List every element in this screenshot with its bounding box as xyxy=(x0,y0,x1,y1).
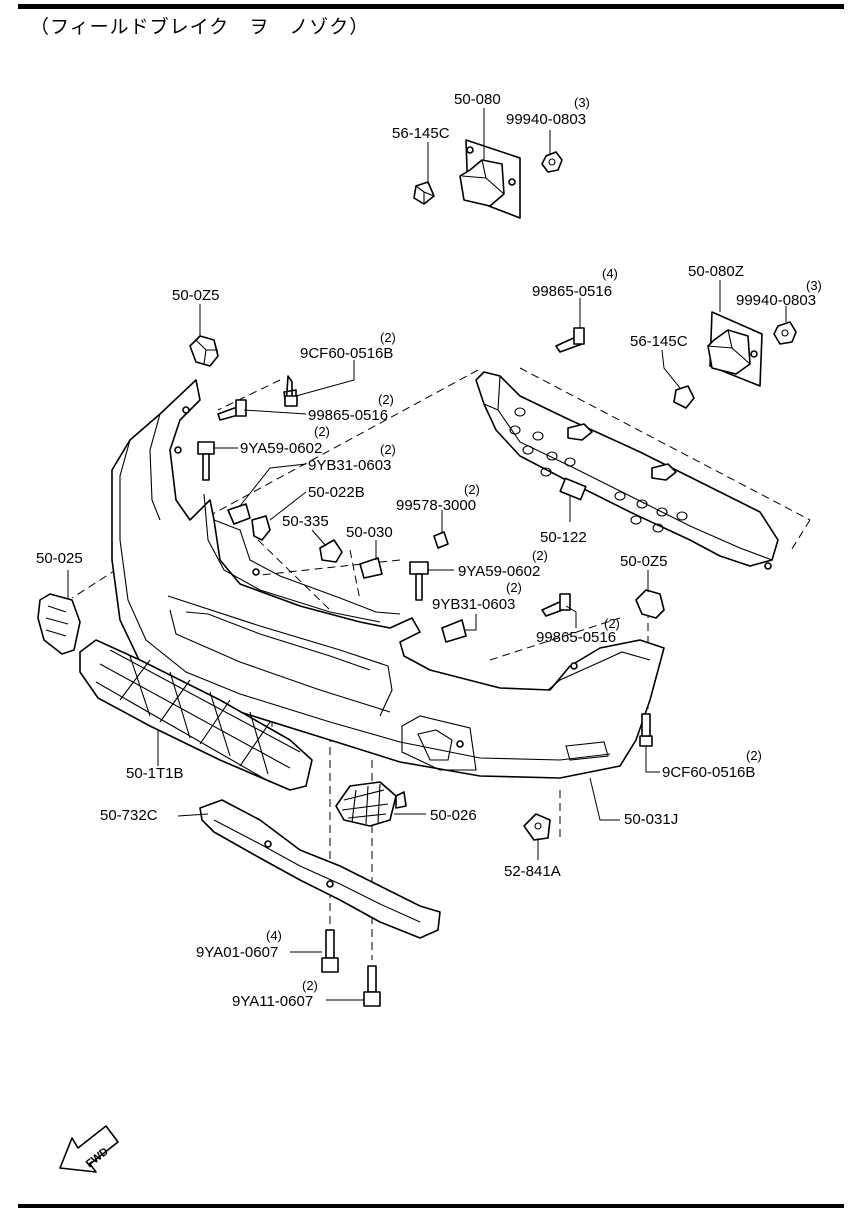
under-cover-50-732C xyxy=(199,799,441,939)
label-50-335: 50-335 xyxy=(282,513,329,530)
reinforcement-50-122 xyxy=(475,371,779,570)
label-56-145C-right: 56-145C xyxy=(630,333,688,350)
leader-lines xyxy=(67,108,787,1001)
label-52-841A: 52-841A xyxy=(504,863,561,880)
qty-9CF60-0516B-right: (2) xyxy=(746,748,762,763)
bracket-50-080 xyxy=(459,139,521,219)
fwd-arrow-icon: FWD xyxy=(59,1125,119,1173)
label-99865-0516-left: 99865-0516 xyxy=(308,407,388,424)
label-99940-0803-right: 99940-0803 xyxy=(736,292,816,309)
bracket-50-080Z xyxy=(707,311,763,387)
qty-99865-0516-top: (4) xyxy=(602,266,618,281)
label-50-080: 50-080 xyxy=(454,91,501,108)
label-99578-3000: 99578-3000 xyxy=(396,497,476,514)
qty-9YA59-0602-left: (2) xyxy=(314,424,330,439)
label-50-1T1B: 50-1T1B xyxy=(126,765,184,782)
label-99865-0516-right: 99865-0516 xyxy=(536,629,616,646)
label-9YA59-0602-right: 9YA59-0602 xyxy=(458,563,540,580)
nut-99940-0803-upper xyxy=(541,151,563,173)
top-border-rule xyxy=(18,4,844,9)
label-9YA11-0607: 9YA11-0607 xyxy=(232,993,313,1010)
qty-99578-3000: (2) xyxy=(464,482,480,497)
label-50-732C: 50-732C xyxy=(100,807,158,824)
label-50-080Z: 50-080Z xyxy=(688,263,744,280)
qty-99940-0803-right: (3) xyxy=(806,278,822,293)
grille-50-1T1B xyxy=(79,639,313,791)
qty-99865-0516-right: (2) xyxy=(604,616,620,631)
label-9CF60-0516B-left: 9CF60-0516B xyxy=(300,345,393,362)
label-9YB31-0603-left: 9YB31-0603 xyxy=(308,457,391,474)
label-50-030: 50-030 xyxy=(346,524,393,541)
part-labels: 50-080 56-145C (3) 99940-0803 50-0Z5 (2)… xyxy=(36,91,822,1010)
fastener-group xyxy=(197,327,653,1007)
clip-50-0Z5-right xyxy=(635,589,665,619)
clip-56-145C-upper xyxy=(413,181,435,205)
diagram-title: （フィールドブレイク ヲ ノゾク） xyxy=(30,16,370,38)
label-50-0Z5-right: 50-0Z5 xyxy=(620,553,668,570)
clip-56-145C-right xyxy=(673,385,695,409)
retainer-52-841A xyxy=(523,813,551,841)
bumper-cover-50-031J xyxy=(111,379,665,779)
label-50-022B: 50-022B xyxy=(308,484,365,501)
label-9YB31-0603-right: 9YB31-0603 xyxy=(432,596,515,613)
label-9YA01-0607: 9YA01-0607 xyxy=(196,944,278,961)
qty-9CF60-0516B-left: (2) xyxy=(380,330,396,345)
label-50-0Z5-left: 50-0Z5 xyxy=(172,287,220,304)
qty-9YB31-0603-left: (2) xyxy=(380,442,396,457)
label-50-025: 50-025 xyxy=(36,550,83,567)
label-99940-0803-upper: 99940-0803 xyxy=(506,111,586,128)
label-50-122: 50-122 xyxy=(540,529,587,546)
label-56-145C-upper: 56-145C xyxy=(392,125,450,142)
bottom-border-rule xyxy=(18,1204,844,1208)
clip-50-0Z5-left xyxy=(189,335,219,367)
nut-99940-0803-right xyxy=(773,321,797,345)
qty-99865-0516-left: (2) xyxy=(378,392,394,407)
qty-99940-0803-upper: (3) xyxy=(574,95,590,110)
cap-50-025 xyxy=(37,593,81,655)
qty-9YA01-0607: (4) xyxy=(266,928,282,943)
label-9CF60-0516B-right: 9CF60-0516B xyxy=(662,764,755,781)
label-50-026: 50-026 xyxy=(430,807,477,824)
label-50-031J: 50-031J xyxy=(624,811,678,828)
fog-cover-50-026 xyxy=(335,781,407,827)
qty-9YB31-0603-right: (2) xyxy=(506,580,522,595)
label-9YA59-0602-left: 9YA59-0602 xyxy=(240,440,322,457)
qty-9YA59-0602-right: (2) xyxy=(532,548,548,563)
label-99865-0516-top: 99865-0516 xyxy=(532,283,612,300)
qty-9YA11-0607: (2) xyxy=(302,978,318,993)
